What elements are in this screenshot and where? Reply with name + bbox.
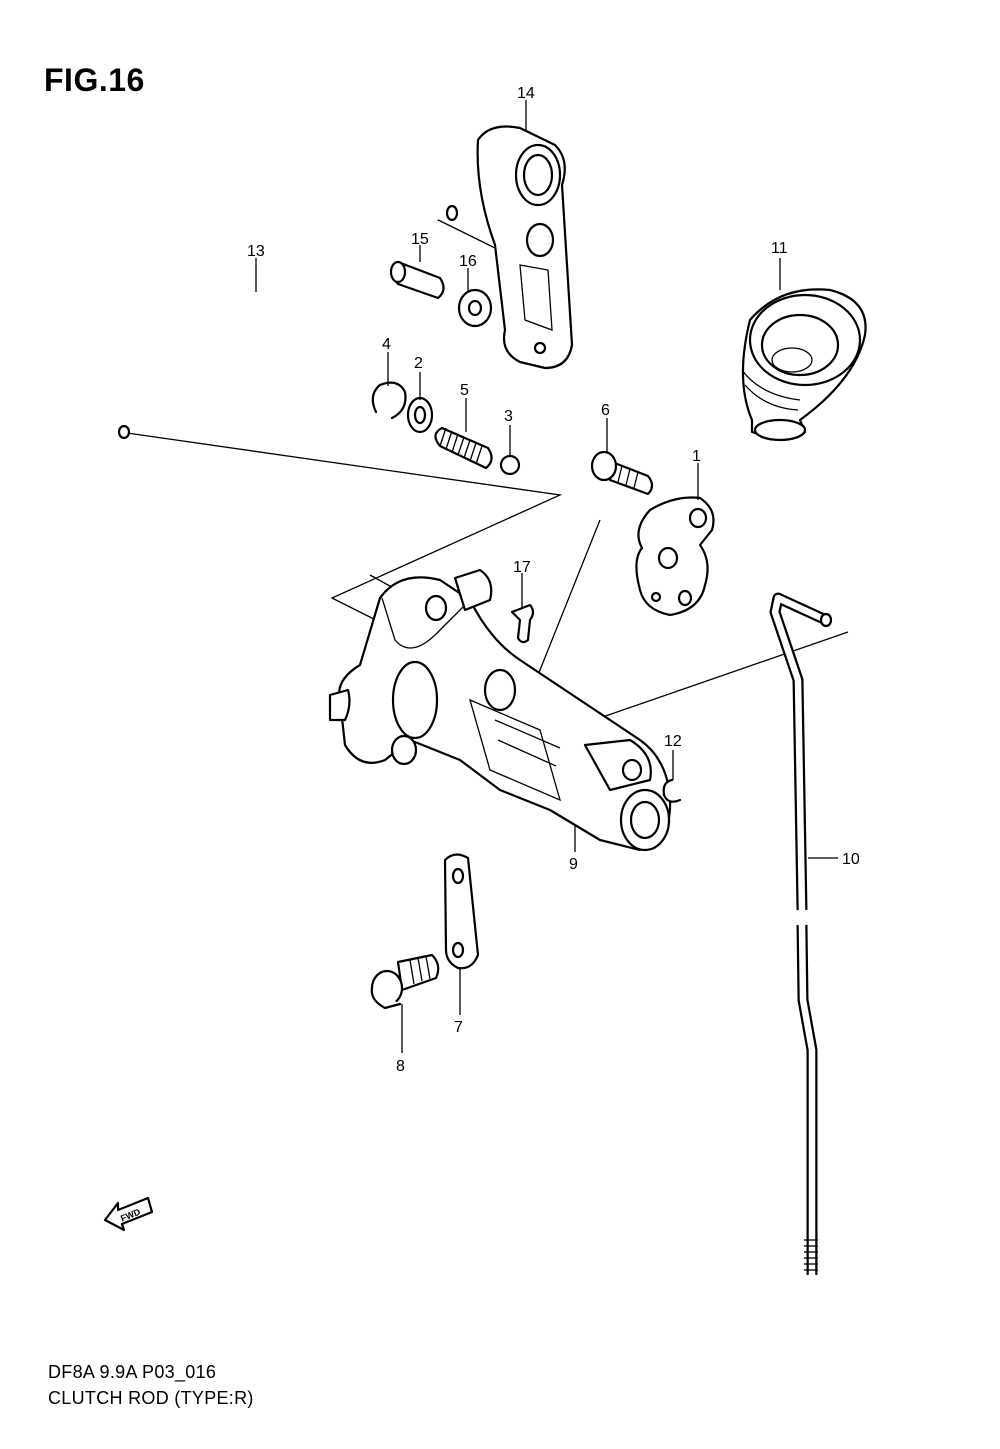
plate-part-1 bbox=[635, 496, 715, 617]
callout-2: 2 bbox=[414, 355, 423, 372]
callout-16: 16 bbox=[459, 253, 477, 270]
bolt-part-6 bbox=[590, 450, 654, 496]
callout-5: 5 bbox=[460, 382, 469, 399]
circlip-part-4 bbox=[371, 381, 407, 420]
callout-3: 3 bbox=[504, 408, 513, 425]
forward-arrow-icon: FWD bbox=[103, 1196, 154, 1232]
grommet-part-11 bbox=[741, 288, 867, 442]
callout-1: 1 bbox=[692, 448, 701, 465]
callout-4: 4 bbox=[382, 336, 391, 353]
cotter-pin-part-17 bbox=[510, 603, 535, 644]
callout-9: 9 bbox=[569, 856, 578, 873]
rod-part-13 bbox=[78, 199, 459, 440]
rod-part-10 bbox=[769, 592, 833, 1275]
callout-15: 15 bbox=[411, 231, 429, 248]
washer-part-2 bbox=[406, 396, 434, 434]
callout-leaders bbox=[255, 100, 838, 1053]
shaft-assembly-part-9 bbox=[328, 568, 672, 852]
figure-title: FIG.16 bbox=[44, 62, 145, 98]
lever-part-14 bbox=[476, 125, 574, 370]
figure-name: CLUTCH ROD (TYPE:R) bbox=[48, 1388, 254, 1408]
callout-10: 10 bbox=[842, 851, 860, 868]
figure-code: DF8A 9.9A P03_016 bbox=[48, 1362, 217, 1382]
callout-13: 13 bbox=[247, 243, 265, 260]
callout-17: 17 bbox=[513, 559, 531, 576]
callout-7: 7 bbox=[454, 1019, 463, 1036]
callout-11: 11 bbox=[771, 240, 788, 257]
callout-8: 8 bbox=[396, 1058, 405, 1075]
callout-12: 12 bbox=[664, 733, 682, 750]
callout-14: 14 bbox=[517, 85, 535, 102]
callout-6: 6 bbox=[601, 402, 610, 419]
link-part-7 bbox=[443, 853, 480, 970]
ball-part-3 bbox=[499, 454, 521, 476]
pin-part-15 bbox=[389, 260, 445, 300]
callout-numbers: 1 2 3 4 5 6 7 8 9 10 11 12 13 14 15 16 1… bbox=[247, 85, 860, 1075]
spring-part-5 bbox=[434, 426, 493, 470]
clip-part-12 bbox=[662, 778, 682, 803]
bolt-part-8 bbox=[370, 953, 440, 1010]
washer-part-16 bbox=[457, 288, 493, 328]
